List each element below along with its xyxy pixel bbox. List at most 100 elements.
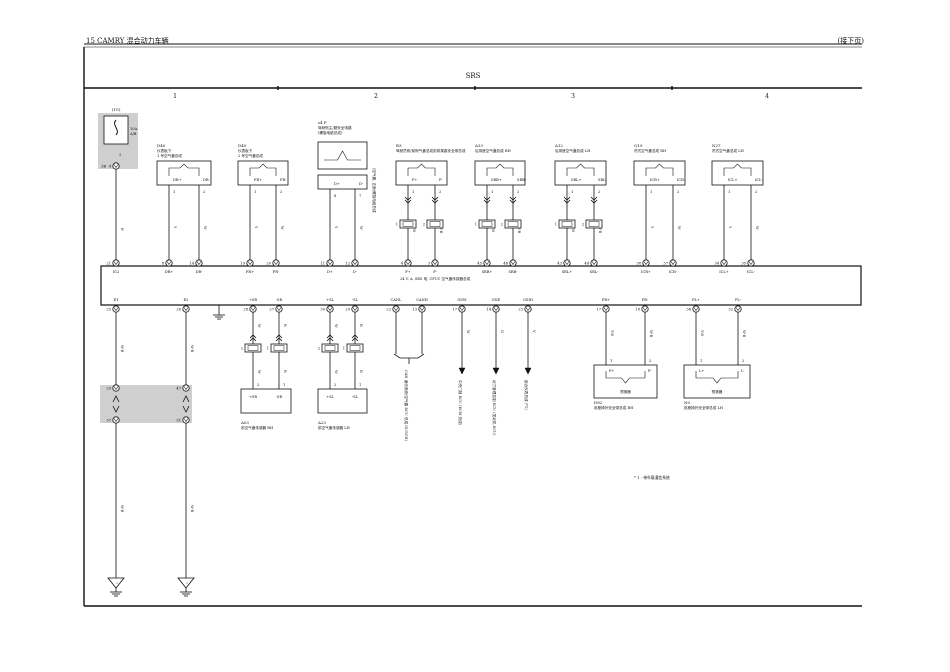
short-spring-connector [590, 196, 598, 201]
inline-connector-box [478, 219, 496, 229]
junction-bottom-pin [112, 416, 120, 424]
ecu-bottom-pin-number: 17 [596, 308, 601, 312]
ecu-bottom-pin-number: 26 [176, 308, 181, 312]
column-number: 2 [374, 93, 378, 100]
ecu-top-pin-number: 14 [189, 262, 194, 266]
sensor-wire-color: R [283, 324, 287, 327]
component-terminal: D- [359, 182, 364, 186]
ecu-bottom-pin-number: 17 [452, 308, 457, 312]
ecu-top-pin [747, 259, 755, 267]
junction-bottom-pin-chevron [183, 418, 189, 423]
component-code: N27 [712, 143, 721, 148]
squib-symbol [168, 163, 200, 176]
component-pin-number: 2 [203, 190, 205, 194]
component-pin-number: 2 [439, 190, 441, 194]
component-terminal: ICL- [755, 178, 764, 182]
short-spring-connector [431, 196, 439, 201]
inline-connector-inner [588, 221, 600, 227]
component-description: 驾驶侧主/副安全电路 [318, 125, 352, 130]
sensor-code: A23 [317, 420, 326, 425]
airbag-component-box [474, 160, 526, 186]
pretensioner-wire-color: Y-B [610, 329, 614, 336]
component-terminal: SRB- [517, 178, 527, 182]
sensor-wire-color: R [359, 324, 363, 327]
inline-connector-box [585, 219, 603, 229]
component-code: A33 [474, 143, 483, 148]
pretensioner-pin-number: 2 [742, 359, 744, 363]
sensor-spring-connector [275, 337, 283, 342]
ecu-top-pin [563, 259, 571, 267]
output-wire-color: G [500, 330, 504, 333]
sensor-inline-connector-number: 1 [267, 347, 269, 351]
inline-connector-number: 2 [582, 223, 584, 227]
ecu-bottom-pin-chevron [493, 307, 499, 312]
sensor-inline-connector-number: 1 [343, 347, 345, 351]
component-terminal: DR- [203, 178, 211, 182]
junction-bottom-pin-number: 51 [176, 419, 181, 423]
ecu-top-pin-chevron [247, 261, 253, 266]
ecu-bottom-pin-chevron [393, 307, 399, 312]
component-pin-number: 1 [173, 190, 175, 194]
sensor-terminal: -SL [352, 395, 359, 399]
ecu-bottom-pin-chevron [183, 307, 189, 312]
component-pin-number: 2 [755, 190, 757, 194]
pretensioner-box [593, 364, 658, 399]
ecu-bottom-pin [692, 305, 700, 313]
fuse-out-pin [112, 162, 120, 170]
sensor-inline-connector-box [321, 343, 339, 353]
sensor-terminal: -SR [276, 395, 283, 399]
fuse-out-pin-chevron [113, 164, 119, 169]
pretensioner-code: N0 [684, 400, 691, 405]
component-pin-number: 1 [491, 190, 493, 194]
ecu-bottom-pin-chevron [693, 307, 699, 312]
component-terminal: D+ [334, 182, 340, 186]
squib-symbol [566, 163, 595, 176]
pretensioner-wire-color: Y-B [700, 329, 704, 336]
ground-triangle-icon [177, 577, 195, 589]
fuse-code: (1G) [112, 107, 121, 112]
inline-connector-number: 1 [475, 223, 477, 227]
pretensioner-description: 前座椅外安全带总成 LH [684, 405, 723, 410]
ecu-top-pin [351, 259, 359, 267]
short-spring-connector [404, 199, 412, 204]
component-description: 帘式空气囊总成 LH [712, 148, 744, 153]
output-wire-color: V [532, 329, 536, 333]
ecu-top-pin [326, 259, 334, 267]
component-pin-number: 1 [254, 190, 256, 194]
ecu-top-pin [246, 259, 254, 267]
component-wire-color: W [280, 226, 284, 230]
ecu-top-pin [165, 259, 173, 267]
component-wire-color: Y [254, 225, 258, 229]
footnote: * 1 : 带车载通信系统 [634, 475, 670, 480]
component-wire-color: W [203, 226, 207, 230]
component-terminal: P- [439, 178, 443, 182]
spiral-cable-squib [324, 150, 361, 161]
component-pin-number: 1 [571, 190, 573, 194]
ecu-bottom-terminal: GSW [457, 298, 466, 302]
inline-connector-box [558, 219, 576, 229]
ecu-top-pin-chevron [432, 261, 438, 266]
component-pin-number: 1 [728, 190, 730, 194]
component-terminal: SRB+ [491, 178, 502, 182]
inline-connector-box [426, 219, 444, 229]
sensor-inline-connector-inner [247, 345, 259, 351]
sensor-pin-number: 2 [334, 383, 336, 387]
ecu-top-pin-number: 37 [663, 262, 668, 266]
ecu-top-pin-chevron [670, 261, 676, 266]
pretensioner-pin-number: 2 [649, 359, 651, 363]
sensor-description: 前空气囊传感器 RH [241, 425, 273, 430]
ecu-bottom-pin-chevron [642, 307, 648, 312]
ecu-top-terminal: DR- [196, 270, 204, 274]
sensor-pin-number: 1 [359, 383, 361, 387]
ground-triangle-glyph: ↓ [186, 581, 189, 585]
ecu-bottom-pin-chevron [603, 307, 609, 312]
sensor-inline-connector-box [244, 343, 262, 353]
inline-connector-inner [402, 221, 414, 227]
inline-connector-number: 1 [555, 223, 557, 227]
component-terminal: FR- [280, 178, 287, 182]
component-wire-color: Y-B [412, 225, 416, 232]
component-terminal: SRL- [598, 178, 608, 182]
ecu-top-terminal: D+ [327, 270, 333, 274]
ecu-bottom-pin-number: 23 [518, 308, 523, 312]
can-bracket [393, 353, 425, 359]
